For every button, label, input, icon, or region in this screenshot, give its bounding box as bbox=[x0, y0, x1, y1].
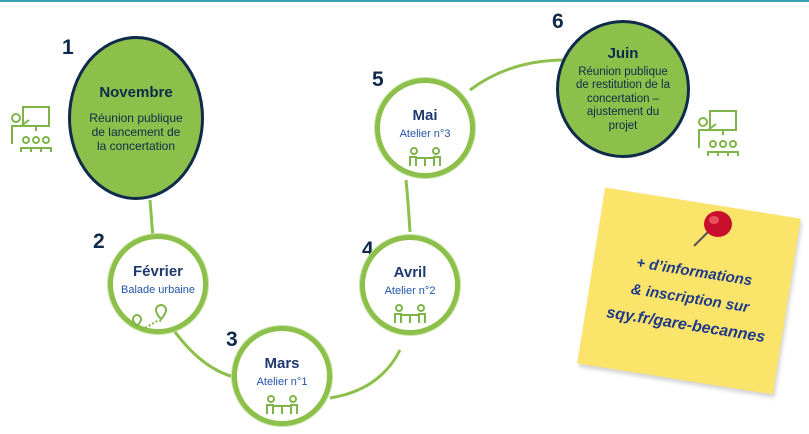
step-number-3: 3 bbox=[226, 328, 238, 351]
top-rule bbox=[0, 0, 809, 2]
step-month: Février bbox=[132, 263, 184, 280]
connector-3-4 bbox=[329, 349, 402, 400]
step-description: Atelier n°1 bbox=[256, 376, 308, 388]
step-description: Réunion publique de restitution de la co… bbox=[576, 65, 670, 132]
step-month: Juin bbox=[607, 44, 639, 62]
step-node-avril: Avril Atelier n°2 bbox=[360, 235, 460, 335]
step-number-4: 4 bbox=[362, 238, 374, 261]
step-month: Avril bbox=[393, 264, 427, 281]
step-description: Réunion publique de lancement de la conc… bbox=[89, 110, 183, 153]
step-node-novembre: Novembre Réunion publique de lancement d… bbox=[68, 36, 204, 200]
route-icon bbox=[131, 303, 168, 329]
workshop-icon bbox=[394, 304, 426, 323]
connector-5-6 bbox=[469, 58, 566, 92]
connector-1-2 bbox=[148, 199, 155, 239]
step-description: Atelier n°2 bbox=[384, 285, 436, 297]
workshop-icon bbox=[266, 395, 298, 414]
step-number-6: 6 bbox=[552, 10, 564, 33]
step-description: Atelier n°3 bbox=[399, 128, 451, 140]
step-node-juin: Juin Réunion publique de restitution de … bbox=[556, 20, 690, 158]
presentation-icon bbox=[698, 110, 739, 156]
step-description: Balade urbaine bbox=[120, 284, 195, 296]
step-number-2: 2 bbox=[93, 230, 105, 253]
step-month: Novembre bbox=[99, 83, 173, 101]
step-month: Mai bbox=[412, 107, 438, 124]
connector-4-5 bbox=[404, 179, 412, 233]
pushpin-icon bbox=[693, 211, 732, 247]
presentation-icon bbox=[11, 106, 52, 152]
step-number-1: 1 bbox=[62, 36, 74, 59]
step-node-fevrier: Février Balade urbaine bbox=[108, 234, 208, 334]
workshop-icon bbox=[409, 147, 441, 166]
step-month: Mars bbox=[264, 355, 300, 372]
step-number-5: 5 bbox=[372, 68, 384, 91]
